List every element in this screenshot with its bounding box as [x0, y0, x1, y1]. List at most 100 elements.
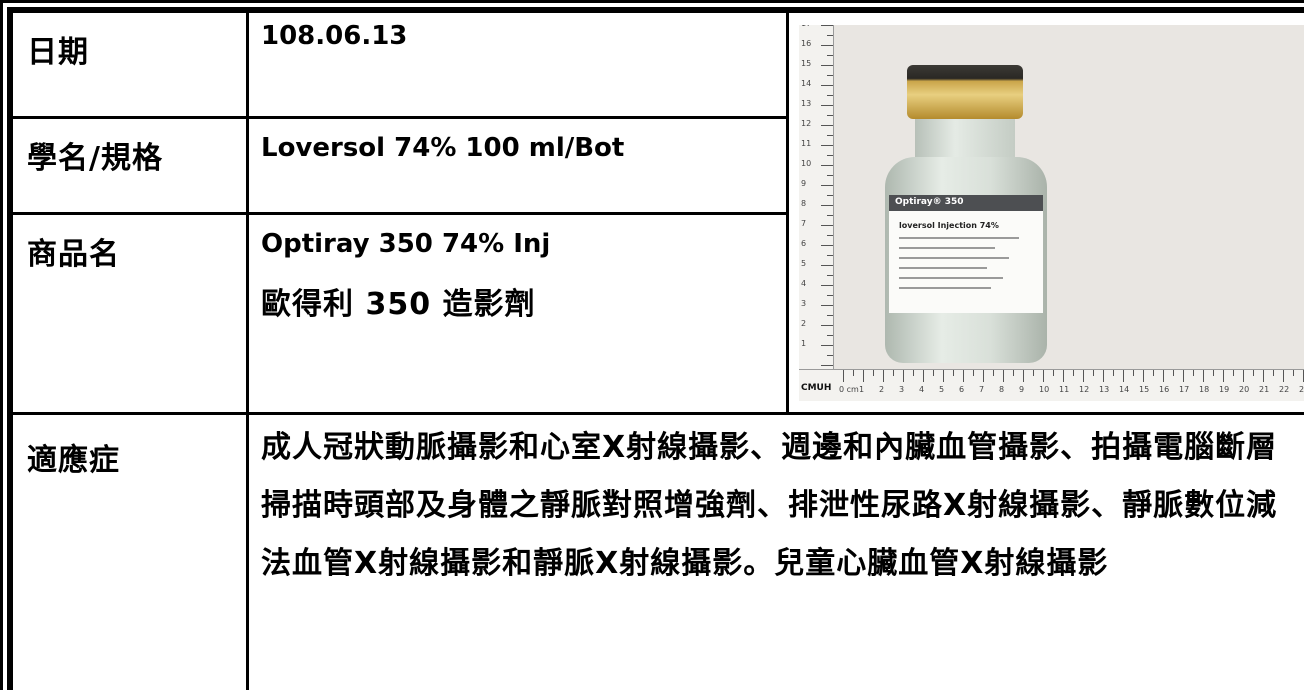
generic-name-row: 學名/規格 Loversol 74% 100 ml/Bot	[10, 116, 1304, 215]
ruler-number: 17	[801, 25, 811, 28]
ruler-tick	[821, 145, 833, 146]
bottle-label	[889, 195, 1043, 313]
indication-label: 適應症	[27, 443, 120, 478]
ruler-number: 18	[1199, 385, 1210, 394]
ruler-tick	[1103, 370, 1104, 382]
ruler-number: 20	[1239, 385, 1250, 394]
ruler-tick	[1233, 370, 1234, 376]
ruler-tick	[1093, 370, 1094, 376]
ruler-number: 3	[801, 299, 807, 308]
ruler-tick	[1063, 370, 1064, 382]
brand-value-en: Optiray 350 74% Inj	[261, 229, 551, 259]
label-text-line	[899, 277, 1003, 279]
ruler-tick	[821, 105, 833, 106]
ruler-tick	[1223, 370, 1224, 382]
ruler-tick	[983, 370, 984, 382]
ruler-tick	[953, 370, 954, 376]
ruler-tick	[1083, 370, 1084, 382]
ruler-tick	[821, 65, 833, 66]
ruler-tick	[1193, 370, 1194, 376]
ruler-tick	[1273, 370, 1274, 376]
ruler-tick	[1013, 370, 1014, 376]
ruler-tick	[821, 345, 833, 346]
ruler-start-label: 0 cm	[839, 385, 859, 394]
ruler-tick	[821, 125, 833, 126]
ruler-tick	[1033, 370, 1034, 376]
ruler-tick	[827, 135, 833, 136]
ruler-tick	[827, 355, 833, 356]
ruler-tick	[1133, 370, 1134, 376]
bottle-name-text: loversol Injection 74%	[899, 221, 999, 230]
ruler-tick	[821, 205, 833, 206]
brand-label-cell: 商品名	[10, 212, 249, 415]
ruler-tick	[827, 115, 833, 116]
ruler-number: 2	[801, 319, 807, 328]
ruler-tick	[827, 335, 833, 336]
ruler-tick	[827, 195, 833, 196]
ruler-tick	[821, 265, 833, 266]
ruler-tick	[943, 370, 944, 382]
ruler-tick	[1143, 370, 1144, 382]
ruler-tick	[893, 370, 894, 376]
ruler-tick	[973, 370, 974, 376]
date-label: 日期	[27, 35, 89, 70]
bottle-cap	[907, 65, 1023, 119]
ruler-number: 13	[1099, 385, 1110, 394]
ruler-number: 16	[1159, 385, 1170, 394]
ruler-tick	[873, 370, 874, 376]
ruler-tick	[827, 55, 833, 56]
ruler-tick	[903, 370, 904, 382]
label-text-line	[899, 237, 1019, 239]
bottle-brand-text: Optiray® 350	[895, 197, 964, 207]
ruler-tick	[1243, 370, 1244, 382]
ruler-tick	[1213, 370, 1214, 376]
ruler-tick	[827, 275, 833, 276]
ruler-tick	[993, 370, 994, 376]
ruler-tick	[1283, 370, 1284, 382]
ruler-number: 15	[801, 59, 812, 68]
ruler-number: 12	[801, 119, 812, 128]
ruler-tick	[1253, 370, 1254, 376]
ruler-tick	[923, 370, 924, 382]
label-text-line	[899, 287, 991, 289]
generic-label-cell: 學名/規格	[10, 116, 249, 215]
ruler-tick	[1183, 370, 1184, 382]
indication-row: 適應症 成人冠狀動脈攝影和心室X射線攝影、週邊和內臟血管攝影、拍攝電腦斷層掃描時…	[10, 412, 1304, 690]
ruler-tick	[827, 255, 833, 256]
ruler-tick	[1153, 370, 1154, 376]
ruler-tick	[821, 225, 833, 226]
ruler-tick	[827, 175, 833, 176]
ruler-tick	[827, 235, 833, 236]
ruler-number: 7	[979, 385, 985, 394]
ruler-tick	[1023, 370, 1024, 382]
ruler-tick	[883, 370, 884, 382]
ruler-tick	[821, 185, 833, 186]
ruler-tick	[827, 75, 833, 76]
ruler-tick	[827, 95, 833, 96]
ruler-tick	[827, 35, 833, 36]
generic-value: Loversol 74% 100 ml/Bot	[261, 133, 625, 163]
ruler-number: 11	[1059, 385, 1070, 394]
ruler-tick	[821, 245, 833, 246]
ruler-tick	[1263, 370, 1264, 382]
ruler-tick	[1073, 370, 1074, 376]
ruler-number: 5	[801, 259, 807, 268]
date-value-cell: 108.06.13	[246, 10, 789, 119]
ruler-tick	[821, 285, 833, 286]
ruler-tick	[821, 85, 833, 86]
ruler-tick	[853, 370, 854, 376]
ruler-tick	[827, 155, 833, 156]
indication-value: 成人冠狀動脈攝影和心室X射線攝影、週邊和內臟血管攝影、拍攝電腦斷層掃描時頭部及身…	[261, 430, 1278, 581]
indication-label-cell: 適應症	[10, 412, 249, 690]
ruler-tick	[821, 305, 833, 306]
ruler-tick	[827, 215, 833, 216]
ruler-number: 8	[999, 385, 1005, 394]
ruler-number: 13	[801, 99, 812, 108]
label-text-line	[899, 267, 987, 269]
ruler-tick	[821, 325, 833, 326]
bottle-neck	[915, 119, 1015, 161]
